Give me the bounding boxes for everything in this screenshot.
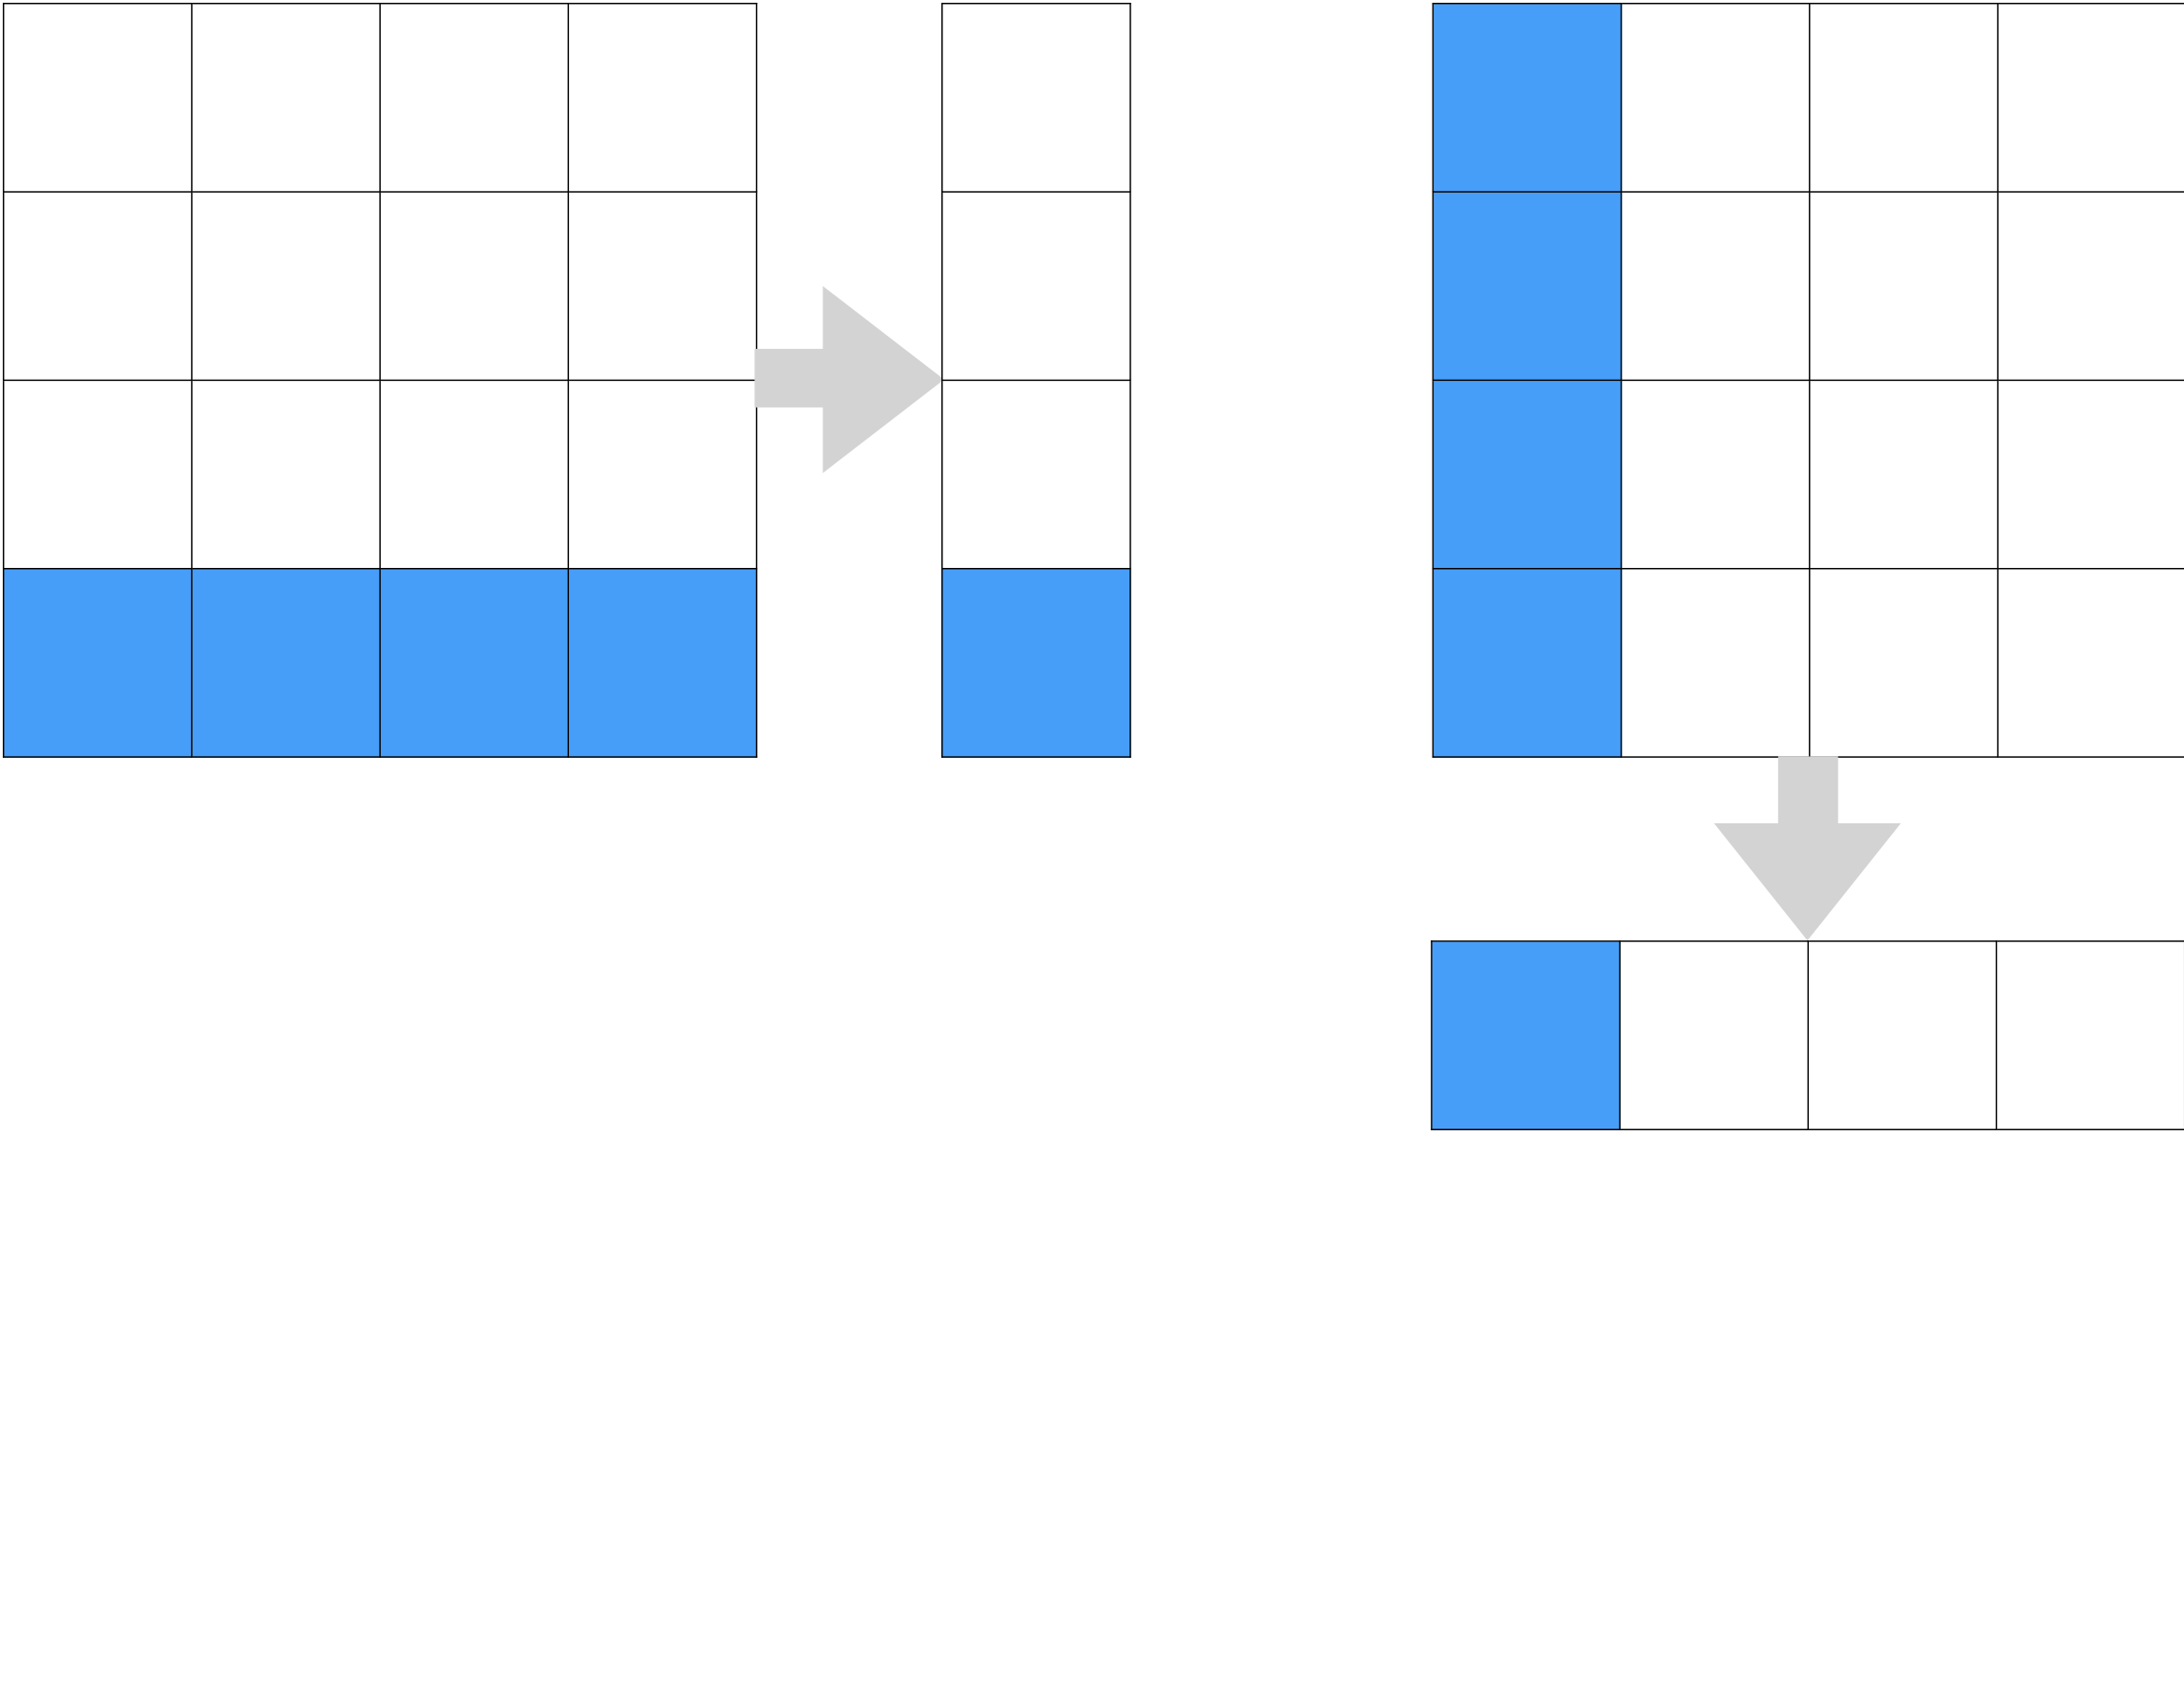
grid-cell-empty (1995, 940, 2184, 1131)
grid-row (1432, 567, 2184, 758)
grid-cell-filled (1432, 191, 1623, 382)
grid-cell-empty (567, 2, 758, 193)
grid-cell-filled (1432, 379, 1623, 570)
grid-cell-filled (941, 567, 1131, 758)
grid-cell-empty (1620, 379, 1811, 570)
grid-cell-filled (191, 567, 381, 758)
grid-row (941, 2, 1131, 193)
grid-4x4-bottom-row-filled (2, 2, 758, 758)
grid-row (1432, 191, 2184, 382)
grid-1x4-result (1431, 940, 2184, 1131)
grid-cell-empty (2, 2, 193, 193)
grid-cell-filled (567, 567, 758, 758)
grid-row (2, 567, 758, 758)
grid-cell-filled (1432, 567, 1623, 758)
grid-cell-filled (379, 567, 570, 758)
grid-cell-empty (567, 191, 758, 382)
grid-cell-filled (2, 567, 193, 758)
grid-cell-empty (1620, 567, 1811, 758)
grid-cell-empty (941, 191, 1131, 382)
grid-cell-empty (2, 191, 193, 382)
grid-cell-empty (191, 191, 381, 382)
grid-cell-empty (1809, 2, 1999, 193)
grid-row (941, 379, 1131, 570)
grid-row (941, 191, 1131, 382)
grid-cell-empty (941, 2, 1131, 193)
grid-cell-empty (2, 379, 193, 570)
grid-cell-empty (1809, 379, 1999, 570)
arrow-right-icon (754, 285, 945, 473)
arrow-right-shape (754, 285, 945, 473)
grid-cell-empty (1809, 567, 1999, 758)
grid-cell-empty (379, 379, 570, 570)
grid-cell-empty (1809, 191, 1999, 382)
grid-row (1432, 379, 2184, 570)
arrow-down-shape (1713, 756, 1901, 941)
grid-row (2, 379, 758, 570)
grid-cell-empty (379, 2, 570, 193)
grid-cell-empty (1807, 940, 1998, 1131)
grid-row (1431, 940, 2184, 1131)
grid-row (941, 567, 1131, 758)
grid-cell-empty (1997, 567, 2184, 758)
grid-cell-empty (941, 379, 1131, 570)
grid-cell-empty (1997, 191, 2184, 382)
grid-cell-empty (1620, 191, 1811, 382)
grid-cell-filled (1431, 940, 1621, 1131)
grid-4x1-result (941, 2, 1131, 758)
arrow-down-icon (1713, 756, 1901, 941)
grid-cell-empty (191, 2, 381, 193)
grid-4x4-left-column-filled (1432, 2, 2184, 758)
grid-cell-empty (1997, 2, 2184, 193)
grid-row (1432, 2, 2184, 193)
grid-row (2, 2, 758, 193)
grid-cell-empty (191, 379, 381, 570)
grid-cell-empty (1620, 2, 1811, 193)
grid-cell-empty (567, 379, 758, 570)
grid-cell-empty (1619, 940, 1810, 1131)
grid-row (2, 191, 758, 382)
grid-cell-filled (1432, 2, 1623, 193)
grid-cell-empty (379, 191, 570, 382)
grid-cell-empty (1997, 379, 2184, 570)
